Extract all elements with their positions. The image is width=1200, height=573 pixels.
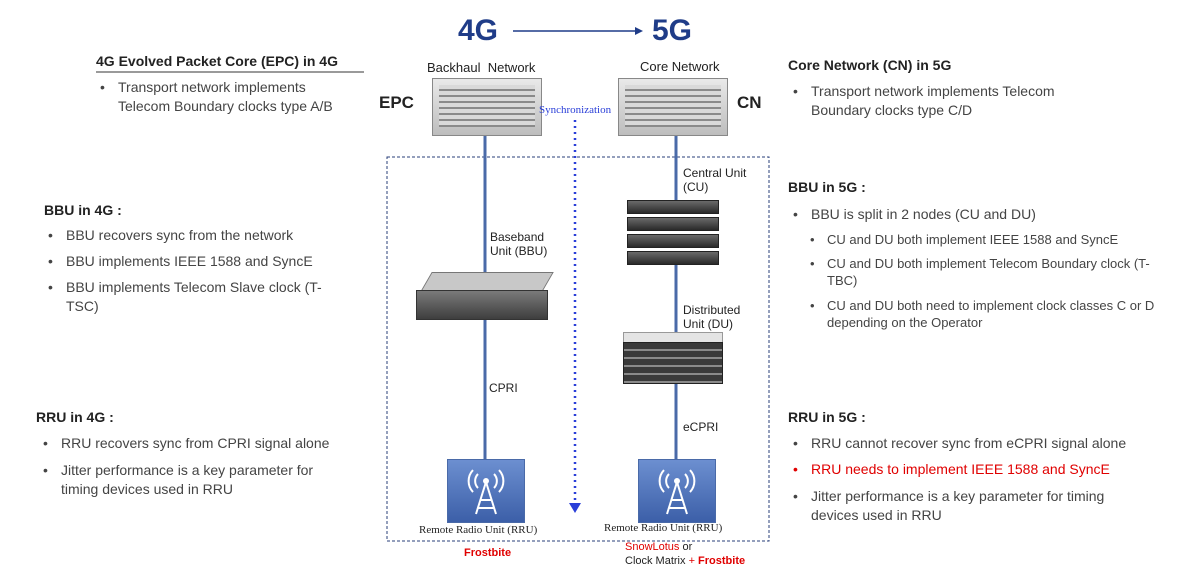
sync-label: Synchronization bbox=[539, 104, 612, 116]
bbu-4g-title: BBU in 4G : bbox=[44, 202, 122, 218]
rru-4g-bullet-2: •Jitter performance is a key parameter f… bbox=[43, 462, 314, 497]
bbu-4g-bullet-2: •BBU implements IEEE 1588 and SyncE bbox=[48, 253, 313, 269]
or-label: or bbox=[679, 541, 693, 553]
du-label: Distributed Unit (DU) bbox=[683, 303, 741, 331]
cn-label: CN bbox=[737, 93, 762, 112]
cu-servers bbox=[627, 200, 719, 265]
rru-5g-bullet-1: •RRU cannot recover sync from eCPRI sign… bbox=[793, 435, 1127, 451]
rru-4g-tower-icon bbox=[447, 459, 525, 523]
epc-4g-title: 4G Evolved Packet Core (EPC) in 4G bbox=[96, 53, 338, 69]
cpri-label: CPRI bbox=[489, 381, 518, 395]
frostbite-5g-label: Frostbite bbox=[698, 555, 746, 567]
bbu-4g-bullet-3: •BBU implements Telecom Slave clock (T- … bbox=[48, 279, 322, 314]
du-server bbox=[623, 332, 723, 384]
cu-label: Central Unit (CU) bbox=[683, 166, 747, 194]
rru-5g-tower-icon bbox=[638, 459, 716, 523]
bbu-5g-bullet-1: •BBU is split in 2 nodes (CU and DU) bbox=[793, 206, 1036, 222]
plus-label: + bbox=[688, 555, 699, 567]
frostbite-4g-label: Frostbite bbox=[464, 547, 512, 559]
epc-router bbox=[432, 78, 542, 136]
access-boundary bbox=[386, 156, 770, 542]
snowlotus-line: SnowLotus or bbox=[625, 541, 692, 553]
bbu-unit bbox=[416, 272, 554, 320]
backhaul-label: Backhaul Network bbox=[427, 60, 536, 75]
rru-4g-bullet-1: •RRU recovers sync from CPRI signal alon… bbox=[43, 435, 330, 451]
ecpri-label: eCPRI bbox=[683, 420, 719, 434]
bbu-label: Baseband Unit (BBU) bbox=[490, 230, 548, 258]
bbu-5g-sub-bullet-3: •CU and DU both need to implement clock … bbox=[810, 298, 1155, 330]
cn-5g-title: Core Network (CN) in 5G bbox=[788, 57, 952, 73]
bbu-5g-sub-bullet-1: •CU and DU both implement IEEE 1588 and … bbox=[810, 232, 1119, 247]
rru-4g-title: RRU in 4G : bbox=[36, 409, 114, 425]
bbu-5g-sub-bullet-2: •CU and DU both implement Telecom Bounda… bbox=[810, 256, 1150, 288]
rru-4g-label: Remote Radio Unit (RRU) bbox=[419, 524, 538, 536]
rru-5g-bullet-3: •Jitter performance is a key parameter f… bbox=[793, 488, 1105, 523]
evolution-arrow-head bbox=[635, 27, 643, 35]
bbu-4g-bullet-1: •BBU recovers sync from the network bbox=[48, 227, 294, 243]
label-5g: 5G bbox=[652, 14, 693, 47]
rru-5g-title: RRU in 5G : bbox=[788, 409, 866, 425]
sync-arrow-head bbox=[569, 503, 581, 513]
epc-4g-bullet-1: •Transport network implements Telecom Bo… bbox=[100, 79, 333, 114]
cn-5g-bullet-1: •Transport network implements Telecom Bo… bbox=[793, 83, 1055, 118]
core-network-label: Core Network bbox=[640, 59, 720, 74]
epc-title-underline bbox=[96, 71, 364, 73]
rru-5g-label: Remote Radio Unit (RRU) bbox=[604, 522, 723, 534]
snowlotus-label: SnowLotus bbox=[625, 541, 680, 553]
clock-matrix-line: Clock Matrix + Frostbite bbox=[625, 555, 745, 567]
rru-5g-bullet-2: •RRU needs to implement IEEE 1588 and Sy… bbox=[793, 461, 1110, 477]
label-4g: 4G bbox=[458, 14, 499, 47]
clock-matrix-label: Clock Matrix bbox=[625, 555, 689, 567]
epc-label: EPC bbox=[379, 93, 414, 112]
bbu-5g-title: BBU in 5G : bbox=[788, 179, 866, 195]
cn-router bbox=[618, 78, 728, 136]
